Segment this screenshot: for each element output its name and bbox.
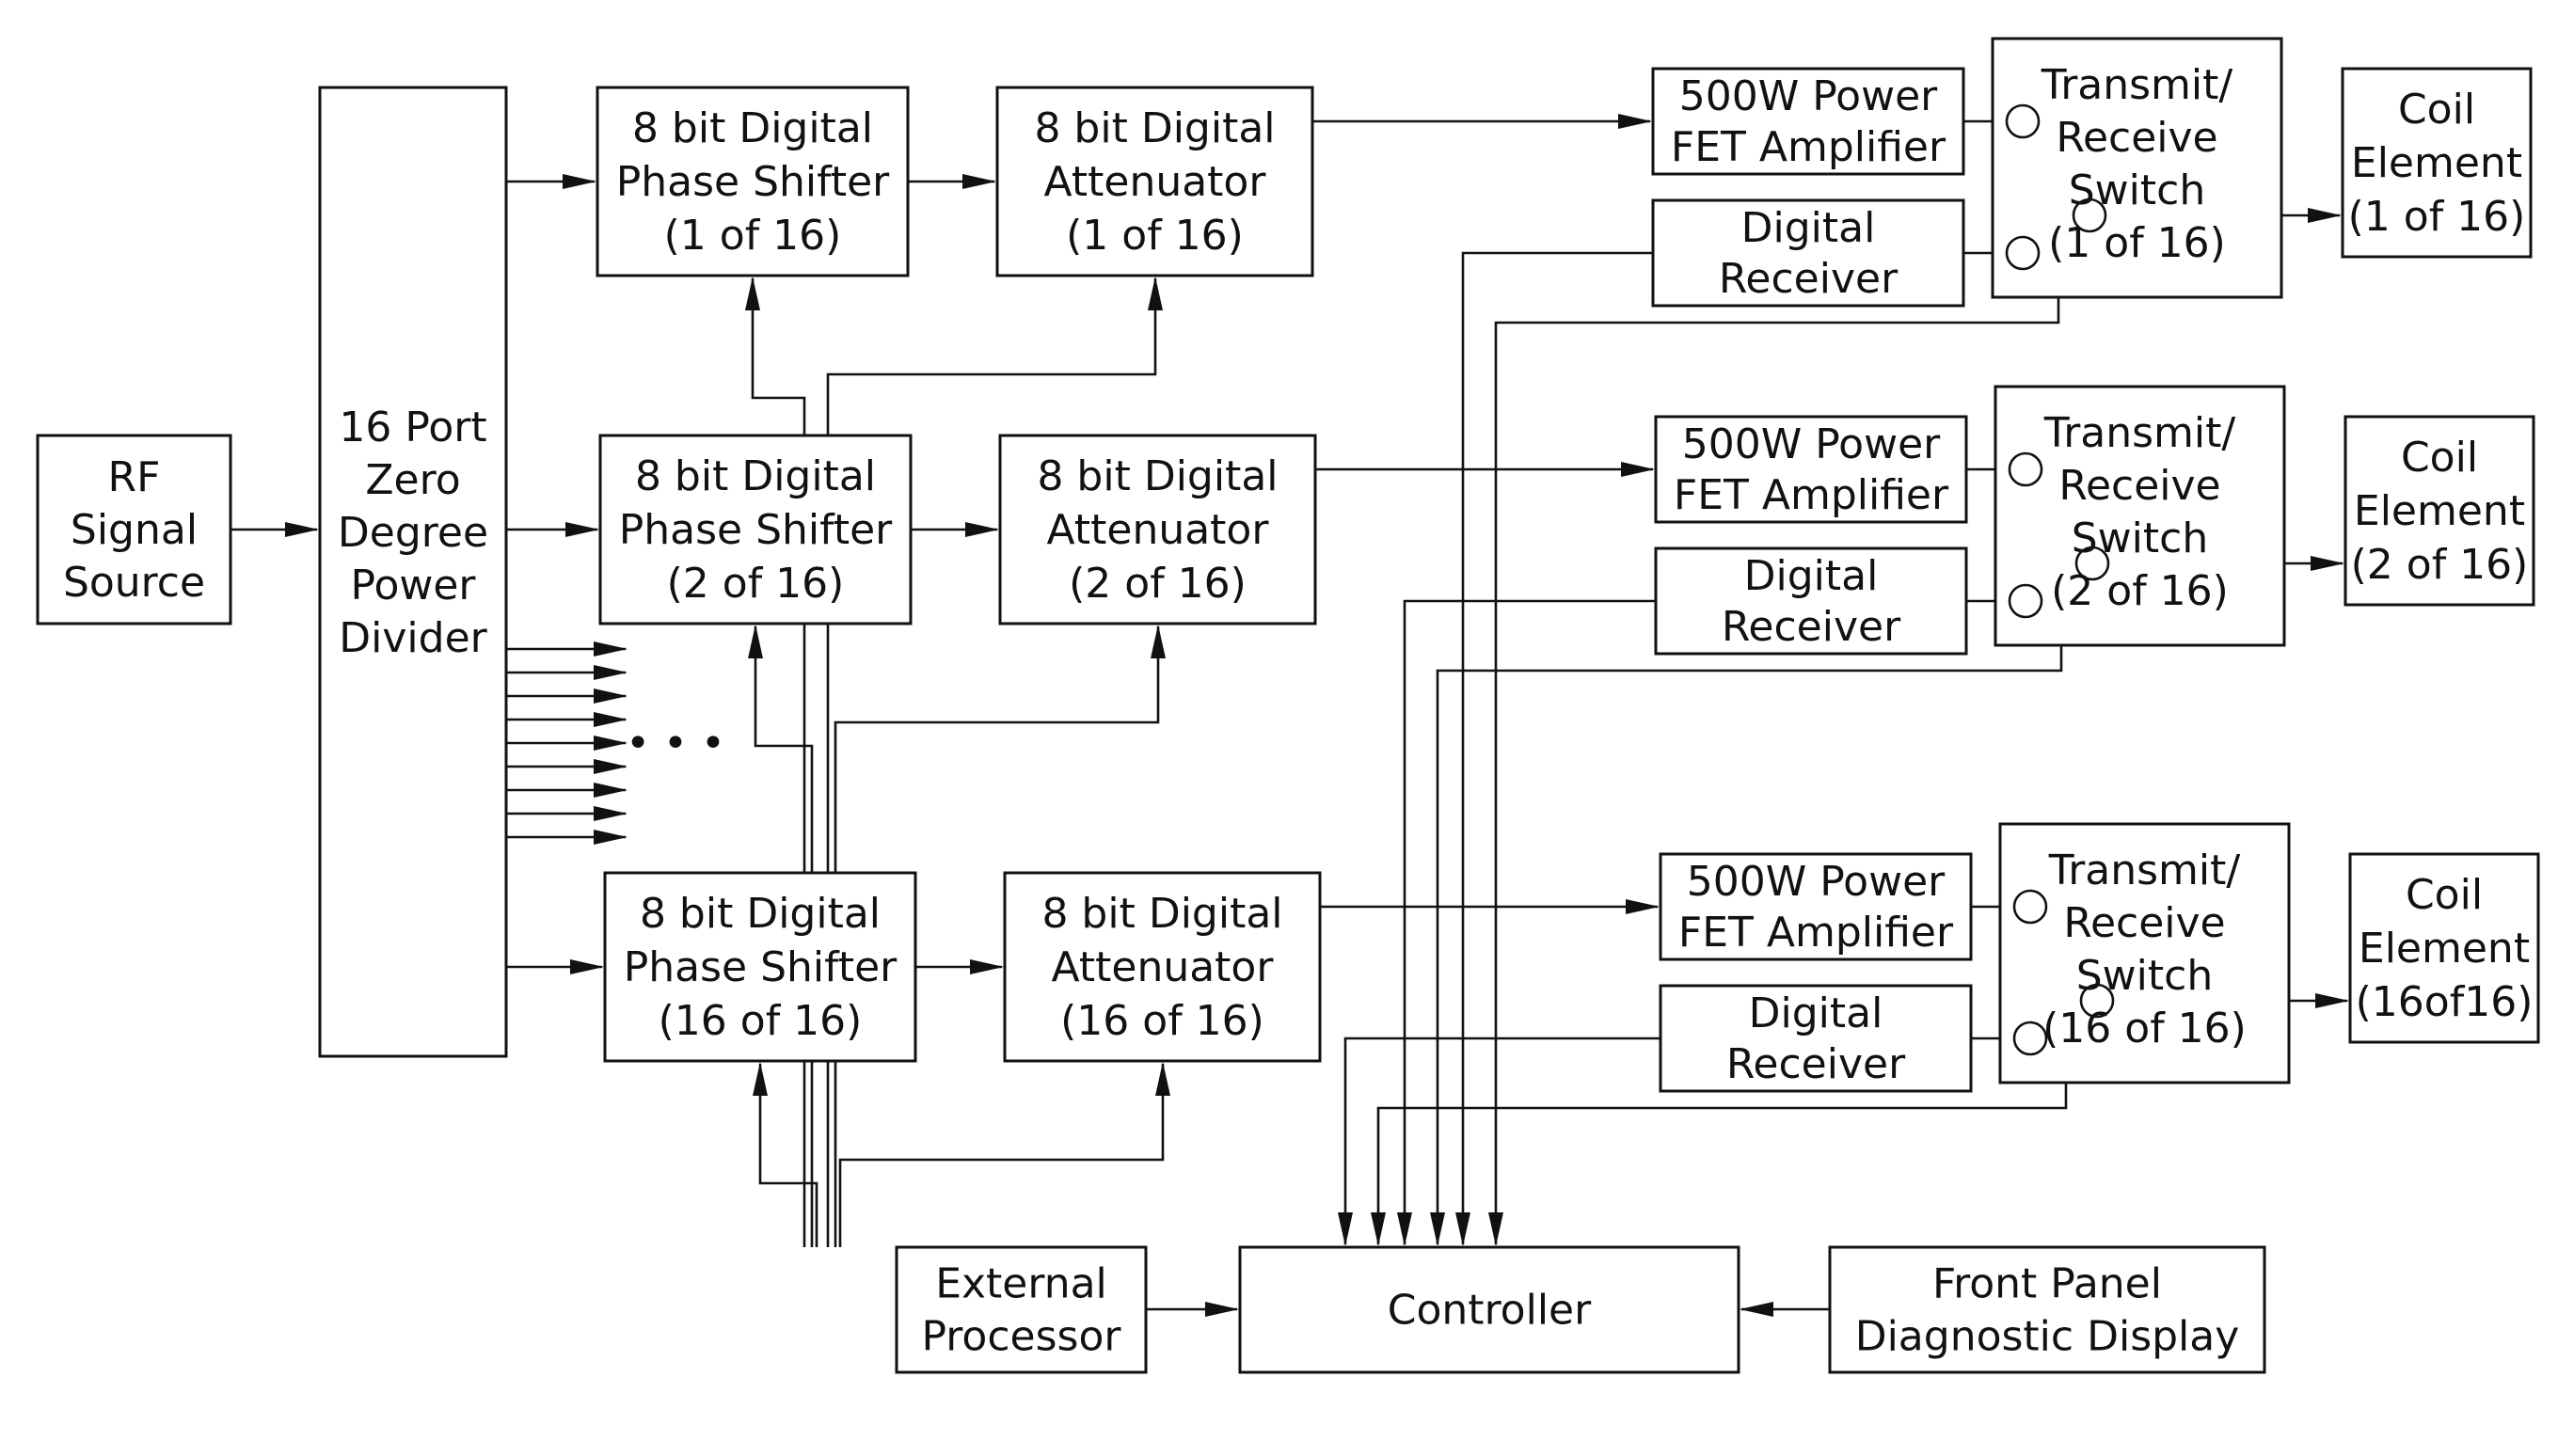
coil-element-box-1-label-line: Element — [2354, 487, 2525, 535]
coil-element-box-2-label-line: (16of16) — [2356, 978, 2534, 1026]
phase-shifter-box-2-label-line: Phase Shifter — [624, 943, 898, 991]
receiver-box-2-label-line: Digital — [1749, 989, 1883, 1037]
switch-transmit-terminal — [2007, 105, 2039, 137]
attenuator-box-0-label-line: Attenuator — [1044, 158, 1267, 206]
tr-switch-box-1-label-line: (2 of 16) — [2051, 567, 2229, 615]
power-divider-box-label-line: Degree — [338, 509, 488, 557]
receiver-box-1-label-line: Digital — [1744, 552, 1879, 600]
front-panel-box-label-line: Front Panel — [1932, 1260, 2162, 1308]
connection-lines — [230, 121, 2347, 1309]
phase-shifter-box-0-label-line: 8 bit Digital — [632, 104, 873, 152]
rf-signal-source-box-label-line: RF — [108, 453, 161, 501]
phase-shifter-box-1-label-line: Phase Shifter — [619, 506, 893, 554]
switch-tap-to-controller-line — [1378, 1083, 2066, 1244]
attenuator-box-2-label-line: (16 of 16) — [1060, 997, 1264, 1045]
receiver-box-2-label-line: Receiver — [1726, 1040, 1906, 1088]
switch-receive-terminal — [2010, 585, 2042, 617]
phase-shifter-box-1-label-line: (2 of 16) — [667, 560, 845, 608]
attenuator-box-2-label-line: 8 bit Digital — [1041, 890, 1282, 938]
controller-to-phase-shifter-line — [760, 1064, 817, 1247]
coil-element-box-0-label-line: (1 of 16) — [2348, 193, 2526, 241]
amplifier-box-1-label-line: 500W Power — [1682, 420, 1941, 468]
tr-switch-box-0-label-line: (1 of 16) — [2048, 219, 2226, 267]
tr-switch-box-2-label-line: (16 of 16) — [2042, 1005, 2247, 1052]
receiver-box-1-label-line: Receiver — [1722, 603, 1901, 651]
tr-switch-box-2-label-line: Transmit/ — [2048, 847, 2241, 894]
phase-shifter-box-0-label-line: Phase Shifter — [616, 158, 890, 206]
more-channels-ellipsis: • • • — [626, 720, 725, 768]
coil-element-box-0-label-line: Element — [2351, 139, 2522, 187]
phase-shifter-box-1-label-line: 8 bit Digital — [635, 452, 876, 500]
power-divider-box-label-line: Power — [350, 562, 476, 609]
amplifier-box-0-label-line: FET Amplifier — [1671, 123, 1946, 171]
switch-receive-terminal — [2007, 237, 2039, 269]
attenuator-box-1-label-line: (2 of 16) — [1069, 560, 1247, 608]
attenuator-box-1-label-line: 8 bit Digital — [1037, 452, 1278, 500]
attenuator-box-2-label-line: Attenuator — [1052, 943, 1275, 991]
tr-switch-box-0-label-line: Switch — [2069, 166, 2205, 214]
amplifier-box-2-label-line: 500W Power — [1687, 858, 1946, 906]
attenuator-box-0-label-line: 8 bit Digital — [1034, 104, 1275, 152]
front-panel-box-label-line: Diagnostic Display — [1855, 1313, 2240, 1361]
tr-switch-box-0-label-line: Receive — [2056, 114, 2217, 162]
power-divider-box-label-line: Zero — [365, 456, 460, 504]
controller-box-label-line: Controller — [1388, 1287, 1592, 1335]
tr-switch-box-1-label-line: Receive — [2058, 462, 2220, 510]
tr-switch-box-1-label-line: Transmit/ — [2043, 409, 2236, 457]
receiver-to-controller-line — [1463, 253, 1653, 1244]
switch-transmit-terminal — [2014, 891, 2046, 923]
power-divider-box-label-line: Divider — [339, 614, 487, 662]
tr-switch-box-2-label-line: Receive — [2063, 899, 2225, 947]
receiver-to-controller-line — [1405, 601, 1656, 1244]
phase-shifter-box-2-label-line: 8 bit Digital — [640, 890, 881, 938]
receiver-box-0-label-line: Receiver — [1719, 255, 1899, 303]
tr-switch-box-0-label-line: Transmit/ — [2041, 61, 2233, 109]
switch-receive-terminal — [2014, 1022, 2046, 1054]
coil-element-box-2-label-line: Element — [2359, 925, 2530, 973]
switch-transmit-terminal — [2010, 453, 2042, 485]
coil-element-box-1-label-line: Coil — [2401, 434, 2478, 482]
coil-element-box-1-label-line: (2 of 16) — [2351, 541, 2529, 589]
attenuator-box-1-label-line: Attenuator — [1047, 506, 1270, 554]
tr-switch-box-1-label-line: Switch — [2072, 514, 2208, 562]
tr-switch-box-2-label-line: Switch — [2076, 952, 2213, 1000]
phase-shifter-box-0-label-line: (1 of 16) — [664, 212, 842, 260]
phase-shifter-box-2-label-line: (16 of 16) — [659, 997, 863, 1045]
amplifier-box-2-label-line: FET Amplifier — [1678, 909, 1954, 957]
external-processor-box-label-line: External — [935, 1260, 1107, 1308]
amplifier-box-1-label-line: FET Amplifier — [1674, 471, 1949, 519]
power-divider-box-label-line: 16 Port — [339, 404, 486, 451]
external-processor-box-label-line: Processor — [922, 1313, 1122, 1361]
rf-signal-source-box-label-line: Signal — [71, 506, 198, 554]
attenuator-box-0-label-line: (1 of 16) — [1066, 212, 1244, 260]
coil-element-box-2-label-line: Coil — [2406, 871, 2483, 919]
receiver-box-0-label-line: Digital — [1741, 204, 1876, 252]
controller-to-attenuator-line — [840, 1064, 1163, 1247]
rf-signal-source-box-label-line: Source — [63, 559, 205, 607]
receiver-to-controller-line — [1345, 1038, 1660, 1244]
coil-element-box-0-label-line: Coil — [2398, 86, 2475, 134]
controller-to-attenuator-line — [828, 278, 1155, 1247]
amplifier-box-0-label-line: 500W Power — [1679, 72, 1938, 120]
